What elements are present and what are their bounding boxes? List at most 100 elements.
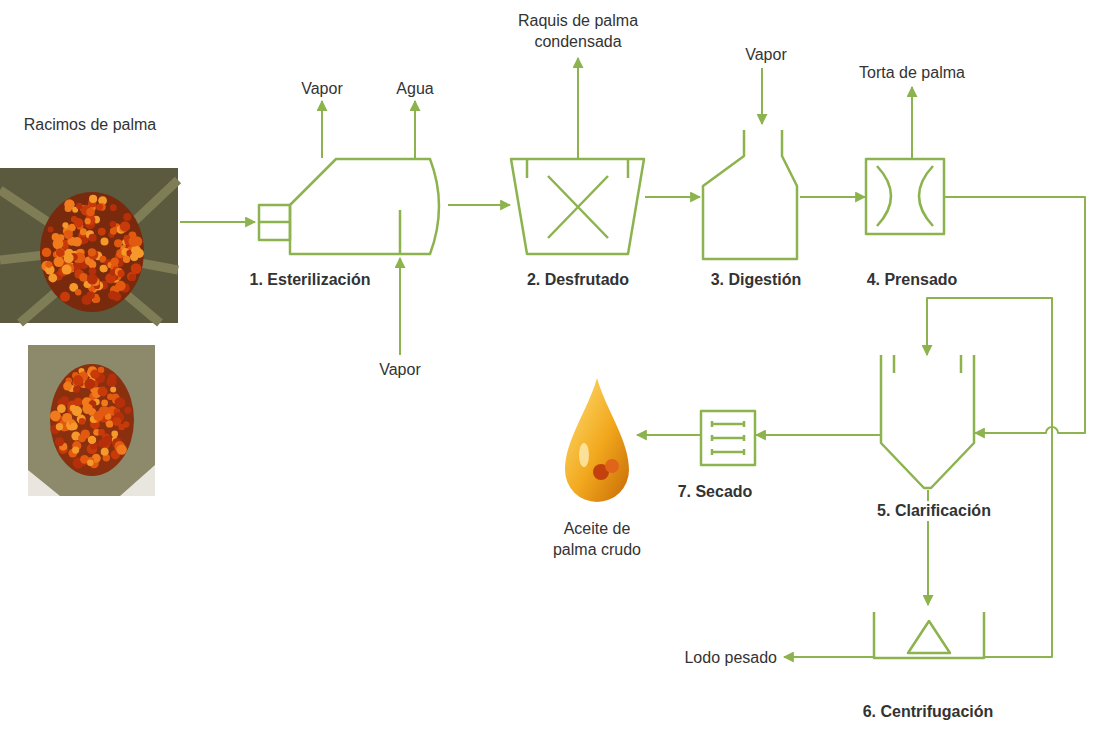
stream-label: Raquis de palma condensada bbox=[503, 10, 653, 52]
fruit-dot bbox=[53, 239, 64, 250]
fruit-dot bbox=[64, 230, 73, 239]
fruit-dot bbox=[120, 221, 130, 231]
fruit-dot bbox=[110, 228, 117, 235]
fruit-dot bbox=[123, 213, 131, 221]
process-unit: 2. Desfrutado bbox=[510, 158, 645, 255]
fruit-dot bbox=[71, 423, 78, 430]
fruit-dot bbox=[110, 386, 116, 392]
fruit-dot bbox=[63, 244, 69, 250]
fruit-dot bbox=[55, 437, 64, 446]
fruit-dot bbox=[62, 222, 68, 228]
fruit-dot bbox=[54, 257, 64, 267]
fruit-dot bbox=[74, 218, 84, 228]
flow-connector bbox=[756, 434, 880, 436]
fruit-dot bbox=[64, 253, 74, 263]
fruit-dot bbox=[85, 218, 91, 224]
fruit-dot bbox=[79, 418, 86, 425]
flow-connector bbox=[927, 298, 1052, 657]
unit-symbol bbox=[510, 158, 645, 255]
fruit-dot bbox=[86, 208, 95, 217]
unit-outline bbox=[627, 159, 630, 178]
unit-symbol bbox=[865, 158, 945, 235]
stream-label: Vapor bbox=[745, 44, 787, 65]
fruit-dot bbox=[80, 228, 87, 235]
fruit-dot bbox=[74, 398, 82, 406]
stream-label: Aceite de palma crudo bbox=[542, 518, 652, 560]
process-unit: 5. Clarificación bbox=[880, 355, 975, 490]
fruit-dot bbox=[90, 370, 99, 379]
stage-label: 6. Centrifugación bbox=[860, 702, 997, 722]
fruit-dot bbox=[101, 448, 109, 456]
fruit-dot bbox=[89, 261, 97, 269]
fruit-dot bbox=[88, 248, 96, 256]
fruit-dot bbox=[107, 394, 113, 400]
fruit-dot bbox=[131, 263, 142, 274]
unit-outline bbox=[712, 421, 744, 427]
fruit-dot bbox=[111, 258, 119, 266]
stream-arrow bbox=[761, 68, 763, 124]
fruit-dot bbox=[101, 400, 108, 407]
fruit-dot bbox=[73, 386, 80, 393]
product-arrow bbox=[637, 434, 700, 436]
process-unit: 1. Esterilización bbox=[258, 158, 448, 255]
stage-label: 1. Esterilización bbox=[247, 270, 374, 290]
fruit-dot bbox=[73, 375, 84, 386]
fruit-dot bbox=[96, 203, 103, 210]
unit-outline bbox=[712, 449, 744, 455]
fruit-bunch bbox=[40, 192, 144, 312]
fruit-bunch bbox=[50, 364, 134, 476]
fruit-dot bbox=[129, 236, 140, 247]
fruit-dot bbox=[115, 281, 125, 291]
fruit-dot bbox=[106, 420, 113, 427]
fruit-dot bbox=[110, 221, 116, 227]
fruit-dot bbox=[48, 274, 57, 283]
fruit-dot bbox=[87, 274, 98, 285]
stream-label: Agua bbox=[396, 78, 433, 99]
fruit-dot bbox=[115, 397, 126, 408]
process-unit: 4. Prensado bbox=[865, 158, 945, 235]
unit-outline bbox=[548, 176, 608, 238]
fruit-dot bbox=[50, 411, 61, 422]
fruit-dot bbox=[117, 444, 127, 454]
fruit-dot bbox=[118, 424, 125, 431]
unit-outline bbox=[526, 159, 529, 178]
flow-connector bbox=[945, 197, 1085, 433]
unit-outline bbox=[893, 355, 896, 373]
fruit-dot bbox=[72, 406, 82, 416]
fruit-dot bbox=[76, 203, 82, 209]
stage-label: 2. Desfrutado bbox=[524, 270, 632, 290]
fruit-dot bbox=[87, 291, 95, 299]
fruit-dot bbox=[78, 435, 86, 443]
fruit-dot bbox=[56, 423, 63, 430]
stream-label: Racimos de palma bbox=[24, 114, 157, 135]
drop-shine bbox=[579, 443, 589, 467]
unit-outline bbox=[712, 435, 744, 441]
stage-label: 7. Secado bbox=[675, 482, 756, 502]
unit-outline bbox=[874, 612, 984, 658]
unit-outline bbox=[703, 130, 797, 259]
fruit-dot bbox=[108, 291, 117, 300]
feed-arrow bbox=[180, 221, 255, 223]
unit-outline bbox=[919, 166, 933, 226]
fruit-dot bbox=[100, 265, 108, 273]
unit-outline bbox=[511, 159, 644, 254]
unit-outline bbox=[701, 411, 755, 465]
fruit-dot bbox=[123, 256, 130, 263]
fruit-dot bbox=[98, 387, 108, 397]
stream-arrow bbox=[399, 258, 401, 355]
stream-arrow bbox=[784, 656, 873, 658]
unit-symbol bbox=[873, 605, 985, 660]
oil-drop bbox=[565, 378, 629, 502]
fruit-dot bbox=[42, 248, 51, 257]
fruit-dot bbox=[63, 382, 72, 391]
unit-outline bbox=[290, 159, 439, 254]
fruit-dot bbox=[89, 195, 97, 203]
fruit-dot bbox=[75, 289, 81, 295]
fruit-dot bbox=[99, 406, 109, 416]
unit-outline bbox=[960, 355, 963, 373]
fruit-dot bbox=[72, 447, 79, 454]
unit-symbol bbox=[700, 128, 800, 260]
fruit-dot bbox=[129, 274, 136, 281]
fruit-dot bbox=[87, 460, 94, 467]
